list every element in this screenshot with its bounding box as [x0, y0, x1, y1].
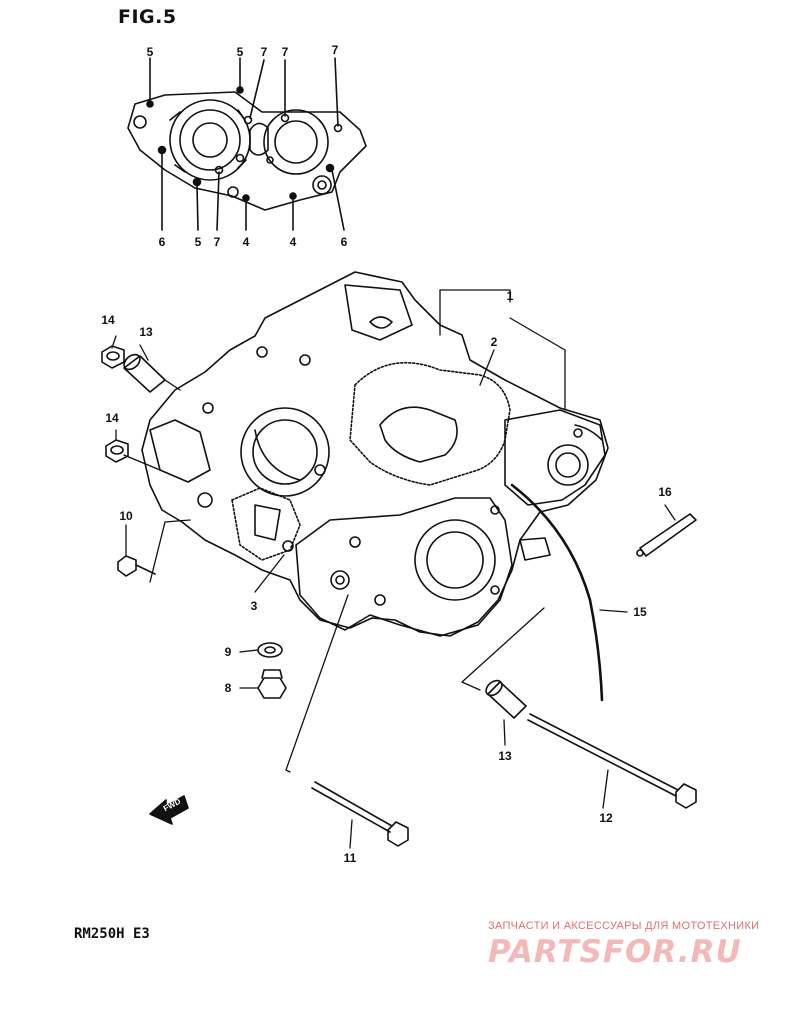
callout-4: 4 — [242, 235, 250, 249]
part-12-long-bolt — [527, 713, 697, 809]
model-code: RM250H E3 — [74, 926, 150, 942]
part-11-bolt — [311, 781, 409, 847]
callout-13: 13 — [498, 749, 512, 763]
callout-5: 5 — [146, 45, 154, 59]
part-13-dowel — [123, 353, 166, 393]
part-10-bolt — [117, 555, 156, 577]
watermark-tagline: ЗАПЧАСТИ И АКСЕССУАРЫ ДЛЯ МОТОТЕХНИКИ — [488, 920, 760, 932]
callout-7: 7 — [331, 43, 339, 57]
part-9-washer — [257, 642, 283, 658]
callout-2: 2 — [490, 335, 498, 349]
callout-15: 15 — [633, 605, 647, 619]
crankcase-upper-half — [141, 271, 609, 637]
callout-10: 10 — [119, 509, 133, 523]
callout-3: 3 — [250, 599, 258, 613]
watermark-logo: PARTSFOR.RU — [488, 934, 742, 970]
part-15-breather-hose — [510, 483, 604, 702]
part-16-clamp — [636, 513, 697, 557]
figure-title: FIG.5 — [118, 6, 177, 28]
callout-5: 5 — [236, 45, 244, 59]
callout-7: 7 — [260, 45, 268, 59]
callout-8: 8 — [224, 681, 232, 695]
callout-12: 12 — [599, 811, 613, 825]
callout-9: 9 — [224, 645, 232, 659]
callout-16: 16 — [658, 485, 672, 499]
callout-4: 4 — [289, 235, 297, 249]
callout-13: 13 — [139, 325, 153, 339]
callout-7: 7 — [213, 235, 221, 249]
callout-7: 7 — [281, 45, 289, 59]
part-8-drain-plug — [257, 669, 287, 699]
callout-14: 14 — [101, 313, 115, 327]
fwd-arrow-icon — [149, 795, 189, 825]
leader-lines — [111, 289, 676, 849]
callout-1: 1 — [506, 289, 514, 303]
part-13-dowel-lower — [485, 679, 527, 719]
inset-crankcase-view — [127, 57, 367, 231]
callout-5: 5 — [194, 235, 202, 249]
callout-6: 6 — [158, 235, 166, 249]
callout-14: 14 — [105, 411, 119, 425]
callout-6: 6 — [340, 235, 348, 249]
callout-11: 11 — [343, 851, 357, 865]
